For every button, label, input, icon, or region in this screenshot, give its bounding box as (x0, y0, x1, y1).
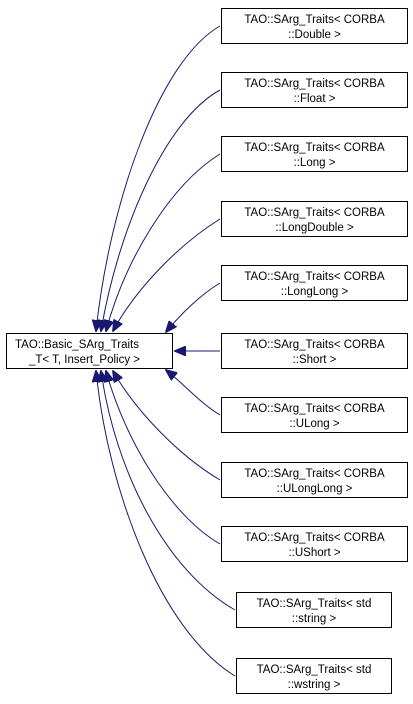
edge-string (101, 371, 236, 611)
edge-ulonglong (113, 371, 221, 481)
derived-class-name-line2: ::ULong > (289, 418, 340, 430)
edge-longdouble (113, 218, 221, 331)
base-class-name-line2: _T< T, Insert_Policy > (29, 354, 141, 366)
derived-class-node-string[interactable]: TAO::SArg_Traits< std ::string > (236, 592, 392, 628)
derived-class-name-line1: TAO::SArg_Traits< CORBA (244, 403, 385, 415)
derived-class-name-line1: TAO::SArg_Traits< CORBA (244, 78, 385, 90)
derived-class-node-longlong[interactable]: TAO::SArg_Traits< CORBA ::LongLong > (221, 265, 408, 301)
edge-ulong (166, 370, 221, 416)
derived-class-name-line2: ::LongLong > (280, 286, 349, 298)
derived-class-node-ulong[interactable]: TAO::SArg_Traits< CORBA ::ULong > (221, 397, 408, 433)
derived-class-name-line1: TAO::SArg_Traits< CORBA (244, 468, 385, 480)
derived-class-node-ulonglong[interactable]: TAO::SArg_Traits< CORBA ::ULongLong > (221, 462, 408, 498)
edge-float (101, 89, 221, 331)
derived-class-node-double[interactable]: TAO::SArg_Traits< CORBA ::Double > (221, 8, 408, 44)
derived-class-node-float[interactable]: TAO::SArg_Traits< CORBA ::Float > (221, 72, 408, 108)
derived-class-name-line2: ::wstring > (287, 679, 341, 691)
edge-double (96, 25, 221, 331)
derived-class-name-line2: ::ULongLong > (276, 483, 353, 495)
derived-class-name-line1: TAO::SArg_Traits< CORBA (244, 532, 385, 544)
edge-ushort (106, 371, 221, 545)
derived-class-name-line1: TAO::SArg_Traits< std (256, 664, 372, 676)
derived-class-node-longdouble[interactable]: TAO::SArg_Traits< CORBA ::LongDouble > (221, 201, 408, 237)
base-class-node[interactable]: TAO::Basic_SArg_Traits _T< T, Insert_Pol… (6, 333, 173, 369)
derived-class-node-short[interactable]: TAO::SArg_Traits< CORBA ::Short > (221, 333, 408, 369)
derived-class-name-line1: TAO::SArg_Traits< CORBA (244, 271, 385, 283)
derived-class-name-line1: TAO::SArg_Traits< std (256, 598, 372, 610)
derived-class-name-line2: ::Long > (293, 157, 336, 169)
derived-class-node-long[interactable]: TAO::SArg_Traits< CORBA ::Long > (221, 136, 408, 172)
derived-class-node-wstring[interactable]: TAO::SArg_Traits< std ::wstring > (236, 658, 392, 694)
derived-class-name-line2: ::string > (291, 613, 337, 625)
derived-class-name-line2: ::LongDouble > (275, 222, 354, 234)
edge-longlong (166, 282, 221, 332)
derived-class-name-line1: TAO::SArg_Traits< CORBA (244, 339, 385, 351)
derived-class-name-line1: TAO::SArg_Traits< CORBA (244, 14, 385, 26)
base-class-name-line1: TAO::Basic_SArg_Traits (15, 339, 139, 351)
derived-class-name-line1: TAO::SArg_Traits< CORBA (244, 142, 385, 154)
edge-wstring (96, 371, 236, 677)
derived-class-name-line1: TAO::SArg_Traits< CORBA (244, 207, 385, 219)
derived-class-node-ushort[interactable]: TAO::SArg_Traits< CORBA ::UShort > (221, 526, 408, 562)
derived-class-name-line2: ::UShort > (288, 547, 341, 559)
derived-class-name-line2: ::Float > (293, 93, 336, 105)
edge-long (106, 153, 221, 331)
derived-class-name-line2: ::Short > (292, 354, 337, 366)
derived-class-name-line2: ::Double > (288, 29, 341, 41)
